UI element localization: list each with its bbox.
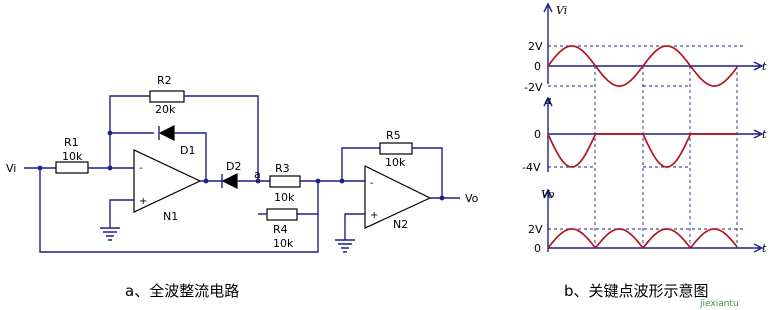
watermark-text: jiexiantu: [699, 299, 739, 309]
resistor-r2: [149, 90, 185, 103]
vo-tlabel: t: [762, 242, 767, 255]
vi-tlabel: t: [762, 60, 767, 73]
n2-label: N2: [393, 218, 408, 231]
r2-value: 20k: [155, 103, 176, 116]
axis-vi-x: [548, 61, 764, 71]
wire-n2-ground: [344, 213, 365, 240]
opamp-n2: [364, 165, 432, 229]
resistor-r4: [266, 208, 298, 221]
vo-tick-0: 0: [534, 242, 541, 255]
wave-vo: [547, 228, 738, 250]
resistor-r1: [55, 161, 89, 174]
wave-vi: [547, 45, 738, 87]
wave-a: [547, 133, 737, 168]
d1-label: D1: [180, 144, 195, 157]
axis-vo-y: [543, 188, 553, 252]
waveform-caption: b、关键点波形示意图: [564, 282, 709, 300]
a-tlabel: t: [762, 128, 767, 141]
wire-d1-right: [174, 132, 207, 180]
level-markers: [548, 45, 745, 230]
n1-plus: +: [139, 196, 147, 207]
vi-tick-m2v: -2V: [524, 81, 543, 94]
n2-plus: +: [370, 210, 378, 221]
r3-value: 10k: [274, 191, 295, 204]
a-ylabel: a: [545, 94, 552, 107]
opamp-n1: [133, 149, 202, 213]
r5-name: R5: [386, 129, 401, 142]
node-a: [255, 178, 261, 184]
resistor-r5: [379, 142, 413, 155]
r1-value: 10k: [62, 150, 83, 163]
input-label: Vi: [6, 162, 16, 175]
diode-d1: [158, 125, 175, 141]
diode-d2: [221, 173, 238, 189]
node-a-label: a: [254, 168, 261, 181]
axis-vi-y: [543, 2, 553, 84]
resistor-r3: [269, 175, 301, 188]
wire-r5-left: [341, 147, 380, 181]
wire-r5-right: [412, 147, 443, 198]
vi-tick-0: 0: [534, 60, 541, 73]
vi-ylabel: Vi: [556, 4, 567, 17]
ground-n2: [335, 239, 355, 253]
output-label: Vo: [465, 192, 479, 205]
circuit-diagram: Vi R1 10k R2 20k D1 - + N1: [6, 74, 479, 300]
ground-n1: [100, 227, 120, 241]
r4-value: 10k: [273, 237, 294, 250]
wire-r2-right: [184, 95, 259, 180]
r3-name: R3: [275, 162, 290, 175]
wire-bottom-feed: [39, 168, 319, 253]
r4-name: R4: [273, 223, 288, 236]
r2-name: R2: [157, 74, 172, 87]
n1-minus: -: [139, 163, 143, 174]
n1-label: N1: [163, 210, 178, 223]
n2-minus: -: [370, 178, 374, 189]
r1-name: R1: [64, 136, 79, 149]
a-tick-m4v: -4V: [522, 161, 541, 174]
wire-n1-ground: [109, 199, 134, 228]
waveform-diagram: Vi 2V 0 -2V t a 0 -4V t Vo 2V 0 t b、关键点波…: [522, 2, 767, 309]
vi-tick-2v: 2V: [528, 40, 543, 53]
circuit-caption: a、全波整流电路: [125, 282, 239, 300]
d2-label: D2: [226, 160, 241, 173]
wire-left-feedback: [109, 95, 150, 168]
output-node: [439, 195, 445, 201]
r5-value: 10k: [385, 156, 406, 169]
axis-vo-x: [548, 243, 764, 253]
time-markers: [594, 66, 738, 248]
vo-ylabel: Vo: [541, 188, 555, 201]
vo-tick-2v: 2V: [528, 223, 543, 236]
a-tick-0: 0: [534, 128, 541, 141]
